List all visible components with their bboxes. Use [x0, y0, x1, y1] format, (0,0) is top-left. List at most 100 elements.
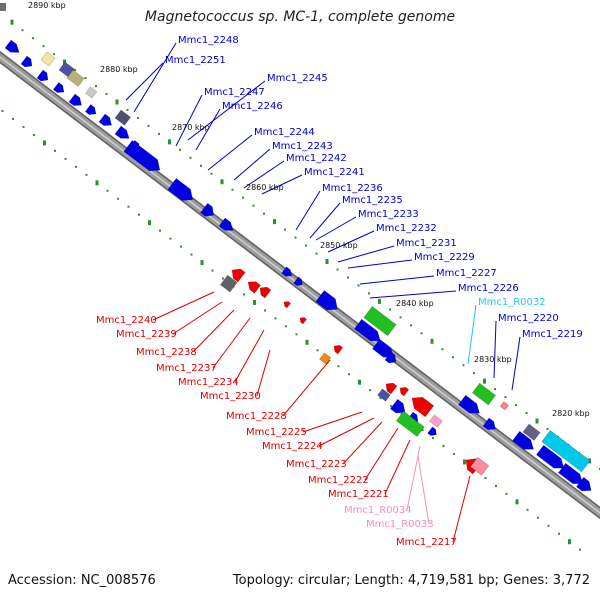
tick-mark	[179, 148, 181, 151]
topology-summary: Topology: circular; Length: 4,719,581 bp…	[232, 573, 590, 588]
tick-mark	[242, 196, 244, 199]
tick-mark	[274, 317, 277, 320]
gene-label-forward: Mmc1_2241	[304, 167, 365, 178]
tick-mark	[495, 484, 497, 487]
cds-reverse	[399, 386, 410, 397]
tick-mark	[336, 268, 339, 271]
tick-mark	[347, 276, 349, 279]
leader-line	[233, 148, 271, 181]
tick-mark	[484, 476, 487, 479]
gene-label-reverse: Mmc1_2239	[116, 329, 177, 340]
leader-line	[302, 411, 363, 433]
tick-mark	[453, 452, 455, 455]
tick-mark	[305, 339, 309, 345]
gene-label-reverse: Mmc1_R0034	[344, 505, 412, 516]
leader-line	[467, 304, 477, 365]
cds-forward	[390, 398, 406, 414]
leader-line	[318, 417, 375, 447]
gene-label-forward: Mmc1_2244	[254, 127, 315, 138]
cds-forward	[293, 276, 303, 286]
leader-line	[309, 202, 341, 239]
scale-label: 2880 kbp	[100, 65, 138, 74]
scale-label: 2890 kbp	[28, 1, 66, 10]
cds-forward	[200, 202, 214, 217]
tick-mark	[526, 508, 529, 511]
tick-mark	[168, 139, 171, 145]
gene-label-forward: Mmc1_2247	[204, 87, 265, 98]
tick-mark	[85, 173, 88, 176]
tick-mark	[316, 349, 319, 352]
label-leaders	[125, 42, 521, 543]
tick-mark	[273, 219, 276, 225]
gene-label-forward: Mmc1_2236	[322, 183, 383, 194]
rrna-gene-green	[396, 410, 425, 437]
tick-mark	[378, 298, 381, 304]
rrna-feature	[429, 414, 443, 428]
tick-mark	[505, 492, 508, 495]
cds-forward	[512, 430, 534, 450]
backbone-end-marker	[0, 3, 6, 11]
tick-mark	[253, 299, 256, 305]
gene-label-reverse: Mmc1_2234	[178, 377, 239, 388]
tick-mark	[430, 338, 434, 344]
gene-label-reverse: Mmc1_2238	[136, 347, 197, 358]
gene-labels: Mmc1_2248Mmc1_2251Mmc1_2245Mmc1_2247Mmc1…	[96, 35, 583, 548]
gene-label-forward: Mmc1_2227	[436, 268, 497, 279]
tick-mark	[537, 516, 539, 519]
tick-mark	[389, 308, 391, 311]
misc-feature	[499, 401, 509, 411]
misc-feature	[319, 352, 332, 365]
cds-forward	[36, 69, 49, 82]
cds-reverse	[259, 286, 272, 299]
tick-mark	[32, 37, 34, 40]
leader-line	[175, 94, 203, 147]
tick-mark	[63, 59, 66, 65]
tick-mark	[21, 29, 24, 32]
tick-mark	[285, 325, 287, 328]
accession-text: Accession: NC_008576	[8, 573, 156, 588]
cds-forward	[315, 290, 338, 311]
leader-line	[493, 320, 497, 379]
cds-reverse	[299, 317, 307, 325]
gene-label-forward: Mmc1_2235	[342, 195, 403, 206]
misc-feature	[522, 423, 541, 441]
cds-forward	[354, 318, 381, 342]
tick-mark	[33, 133, 35, 136]
gene-label-forward: Mmc1_2229	[414, 252, 475, 263]
cds-forward	[384, 351, 397, 364]
tick-mark	[43, 140, 46, 146]
tick-mark	[74, 69, 76, 72]
cds-forward	[4, 39, 20, 53]
misc-feature	[377, 388, 391, 402]
tick-mark	[10, 19, 14, 25]
tick-mark	[126, 108, 129, 111]
leader-line	[195, 108, 221, 151]
tick-mark	[106, 189, 109, 192]
cds-reverse	[333, 344, 344, 355]
cds-reverse	[231, 268, 246, 283]
tick-mark	[369, 389, 371, 392]
tick-mark	[169, 237, 172, 240]
leader-line	[152, 291, 215, 321]
leader-line	[133, 42, 177, 113]
cds-forward	[84, 104, 97, 115]
tick-mark	[420, 332, 423, 335]
cds-forward	[427, 426, 437, 436]
tick-mark	[64, 157, 67, 160]
tick-mark	[210, 172, 213, 175]
scale-label: 2830 kbp	[474, 355, 512, 364]
tick-mark	[200, 164, 202, 167]
tick-mark	[222, 277, 224, 280]
map-title: Magnetococcus sp. MC-1, complete genome	[144, 9, 456, 25]
gene-label-forward: Mmc1_2232	[376, 223, 437, 234]
leader-line	[125, 62, 164, 101]
tick-mark	[525, 412, 528, 415]
outer-ticks	[10, 19, 600, 470]
tick-mark	[263, 212, 265, 215]
gene-label-forward: Mmc1_2233	[358, 209, 419, 220]
inner-ticks	[1, 110, 581, 551]
tick-mark	[54, 149, 56, 152]
tick-mark	[84, 77, 87, 80]
